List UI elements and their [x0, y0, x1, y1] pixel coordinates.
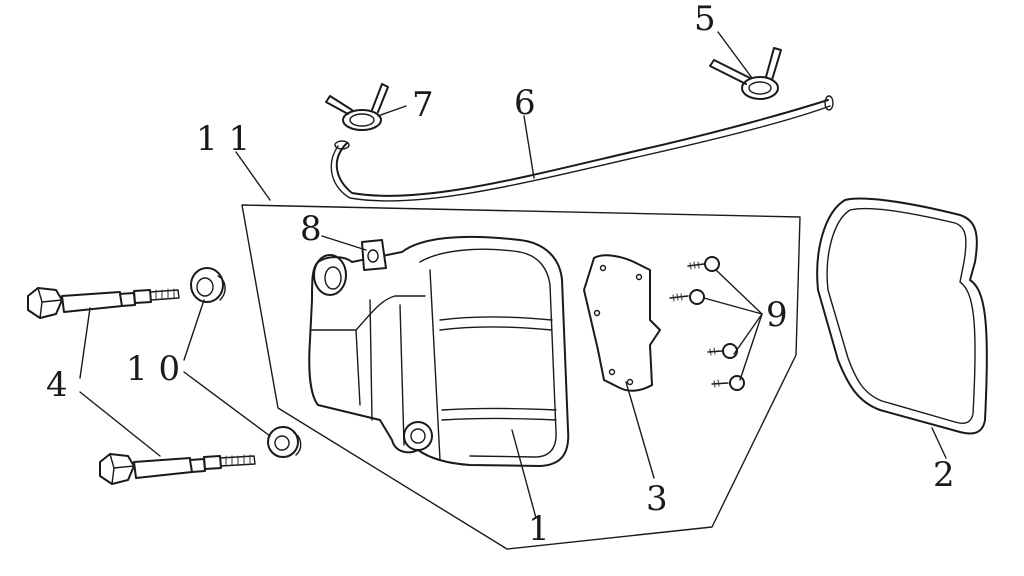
leader-3: [625, 381, 655, 479]
bolt-top: [27, 287, 180, 319]
cover-plate: [583, 254, 661, 392]
assembly-11-boundary: [241, 204, 801, 550]
screw-4: [711, 375, 745, 391]
leader-5: [717, 31, 753, 79]
callout-4: 4: [46, 365, 68, 405]
leader-9a: [715, 269, 763, 315]
sealing-washer-top: [190, 267, 226, 303]
hose-clamp-left: [325, 83, 389, 131]
cylinder-head-cover: [308, 235, 570, 467]
callout-10: 1 0: [126, 349, 180, 389]
leader-10b: [183, 371, 271, 437]
callout-7: 7: [412, 85, 434, 125]
leader-4b: [79, 391, 161, 457]
screw-2: [669, 289, 705, 305]
callout-6: 6: [514, 83, 536, 123]
leader-2: [931, 427, 947, 459]
screws: [669, 256, 745, 391]
leader-9b: [703, 297, 763, 315]
leader-10a: [183, 299, 205, 361]
leader-9c: [733, 313, 763, 355]
hose-clamp-right: [709, 47, 782, 100]
leader-4a: [79, 307, 91, 379]
leader-9d: [739, 313, 763, 381]
callout-1: 1: [528, 509, 550, 549]
breather-nipple: [361, 239, 387, 271]
leader-6: [523, 115, 535, 179]
leader-1: [511, 429, 537, 519]
screw-1: [687, 256, 720, 272]
callout-labels: 1 2 3 4 5 6 7 8 9 1 0 1 1: [46, 0, 955, 549]
leader-8: [321, 235, 367, 251]
callout-5: 5: [694, 0, 716, 39]
bolt-bottom: [99, 453, 256, 485]
callout-3: 3: [646, 479, 668, 519]
cover-gasket: [816, 197, 988, 435]
breather-hose: [330, 95, 834, 202]
leader-7: [377, 105, 407, 117]
leader-11: [235, 151, 271, 201]
callout-8: 8: [300, 209, 322, 249]
callout-9: 9: [766, 295, 788, 335]
callout-11: 1 1: [196, 119, 250, 159]
screw-3: [707, 343, 738, 359]
sealing-washer-bottom: [267, 426, 302, 458]
leader-lines: [79, 31, 947, 519]
callout-2: 2: [933, 455, 955, 495]
